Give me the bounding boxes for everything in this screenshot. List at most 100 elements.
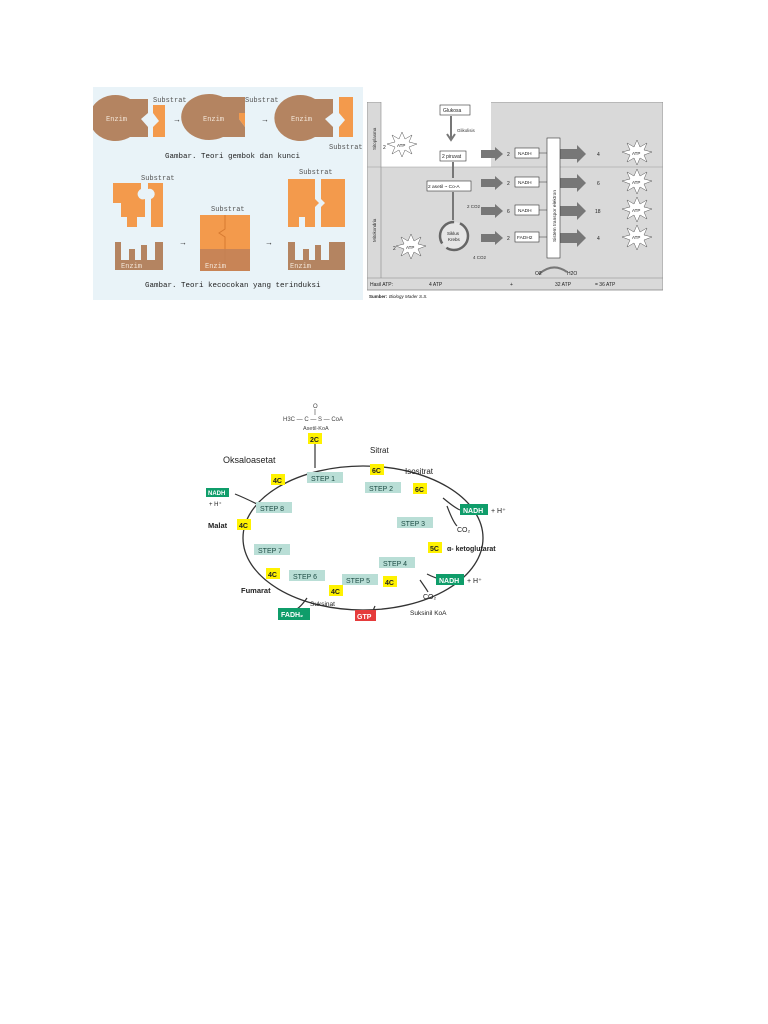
carrier-row: 2 NADH 6 ATP bbox=[481, 168, 653, 195]
carbon-5c: 5C bbox=[428, 542, 442, 553]
arrow: → bbox=[173, 115, 181, 124]
arrow-shape bbox=[481, 147, 503, 161]
nadh-box bbox=[460, 504, 488, 515]
atp-label: ATP bbox=[632, 151, 640, 156]
step-box bbox=[256, 502, 292, 513]
carrier-row: 2 FADH2 4 ATP bbox=[481, 224, 653, 251]
nadh-label: NADH bbox=[463, 508, 483, 515]
substrate-label: Substrat bbox=[153, 97, 187, 105]
carbon-box bbox=[266, 568, 280, 579]
atp-label: ATP bbox=[397, 143, 405, 148]
substrate-label: Substrat bbox=[245, 97, 279, 105]
arrow: → bbox=[179, 238, 187, 247]
enzyme-label: Enzim bbox=[121, 263, 142, 271]
induced-fit-caption: Gambar. Teori kecocokan yang terinduksi bbox=[145, 282, 321, 290]
induced-fit-step-3: Substrat Enzim bbox=[288, 169, 345, 271]
sitrat-label: Sitrat bbox=[370, 446, 389, 455]
h-plus-label: + H⁺ bbox=[209, 501, 222, 508]
atp-starburst bbox=[621, 168, 653, 195]
summary-label: Hasil ATP: bbox=[370, 282, 393, 288]
carbon-label: 4C bbox=[268, 572, 277, 579]
carbon-box bbox=[428, 542, 442, 553]
arrow-shape bbox=[560, 174, 586, 192]
atp-starburst bbox=[621, 224, 653, 251]
electron-transport-box bbox=[546, 137, 561, 259]
acetyl-formula: H3C — C — S — CoA bbox=[283, 417, 343, 423]
respiration-atp-figure: Sitoplasma Mitokondria Glukosa Glikolisi… bbox=[367, 102, 663, 305]
lock-key-step-2: Enzim Substrat bbox=[181, 94, 279, 140]
fadh2-label: FADH₂ bbox=[281, 612, 303, 619]
carrier-label: NADH bbox=[518, 180, 532, 186]
substrate-shape bbox=[321, 179, 345, 227]
carbon-box bbox=[370, 464, 384, 475]
fumarat-label: Fumarat bbox=[241, 586, 271, 595]
carrier-label: NADH bbox=[518, 208, 532, 214]
carbon-box bbox=[237, 519, 251, 530]
nadh-malat: NADH + H⁺ bbox=[206, 488, 229, 508]
step-box bbox=[307, 472, 343, 483]
acetyl-oxygen: O bbox=[313, 404, 318, 410]
carbon-label: 4C bbox=[239, 523, 248, 530]
suksinil-koa-label: Suksinil KoA bbox=[410, 610, 447, 617]
step-box bbox=[254, 544, 290, 555]
substrate-shape bbox=[239, 113, 245, 127]
substrate-label: Substrat bbox=[141, 175, 175, 183]
substrate-label: Substrat bbox=[299, 169, 333, 177]
nadh-branch bbox=[442, 497, 461, 511]
step-3: STEP 3 bbox=[397, 517, 433, 528]
carrier-count: 2 bbox=[507, 152, 510, 158]
pyruvate-box bbox=[439, 150, 467, 162]
malat-label: Malat bbox=[208, 521, 228, 530]
co2-b-label: 4 CO2 bbox=[473, 255, 487, 260]
carbon-box bbox=[329, 585, 343, 596]
carbon-label: 4C bbox=[385, 580, 394, 587]
carbon-box bbox=[413, 483, 427, 494]
fadh2: FADH₂ bbox=[278, 608, 310, 620]
enzyme-shape bbox=[200, 249, 250, 271]
carbon-label: 4C bbox=[273, 478, 282, 485]
electron-transport-label: Sistem transpor elektron bbox=[552, 190, 558, 242]
step-label: STEP 5 bbox=[346, 578, 370, 585]
induced-fit-step-2: Substrat Enzim bbox=[200, 206, 250, 271]
enzyme-shape bbox=[288, 242, 345, 270]
step-4: STEP 4 bbox=[379, 557, 415, 568]
arrow: → bbox=[261, 115, 269, 124]
summary-left: 4 ATP bbox=[429, 282, 443, 288]
substrate-shape bbox=[339, 97, 353, 137]
carbon-4c-malat: 4C bbox=[237, 519, 251, 530]
arrow-shape bbox=[481, 176, 503, 190]
arrow-shape bbox=[481, 204, 503, 218]
carbon-label: 2C bbox=[310, 437, 319, 444]
arrow-shape bbox=[560, 145, 586, 163]
enzyme-shape bbox=[181, 94, 245, 140]
enzyme-theory-figure: Enzim Substrat → Enzim Substrat → Enzim … bbox=[93, 87, 363, 300]
carbon-2c: 2C bbox=[308, 433, 322, 444]
oksaloasetat-label: Oksaloasetat bbox=[223, 455, 276, 465]
step-box bbox=[289, 570, 325, 581]
enzyme-label: Enzim bbox=[106, 116, 127, 124]
gtp: GTP bbox=[355, 610, 376, 621]
substrate-shape bbox=[288, 179, 319, 227]
step-box bbox=[397, 517, 433, 528]
acetyl-coa-box bbox=[426, 180, 472, 192]
induced-fit-step-1: Substrat Enzim bbox=[113, 175, 175, 271]
atp-count: 2 bbox=[393, 246, 396, 252]
source-text: Biology Mader S.S. bbox=[389, 294, 428, 299]
atp-yield: 4 bbox=[597, 152, 600, 158]
acetyl-coa-label: 2 asetil ~ Co-A bbox=[428, 184, 460, 190]
enzyme-label: Enzim bbox=[290, 263, 311, 271]
enzyme-shape bbox=[274, 95, 333, 141]
carrier-label: FADH2 bbox=[517, 235, 533, 241]
glucose-label: Glukosa bbox=[443, 108, 462, 114]
nadh-label: NADH bbox=[208, 491, 225, 497]
carbon-4c-suksinil: 4C bbox=[383, 576, 397, 587]
enzyme-shape bbox=[115, 242, 163, 270]
nadh-ketoglutarat: NADH+ H⁺ bbox=[436, 574, 482, 585]
atp-yield: 6 bbox=[597, 181, 600, 187]
atp-yield: 4 bbox=[597, 236, 600, 242]
enzyme-label: Enzim bbox=[291, 116, 312, 124]
co2-branch bbox=[446, 505, 458, 527]
krebs-cycle bbox=[438, 220, 470, 252]
carbon-4c-oksaloasetat: 4C bbox=[271, 474, 285, 485]
arrow-shape bbox=[481, 231, 503, 245]
